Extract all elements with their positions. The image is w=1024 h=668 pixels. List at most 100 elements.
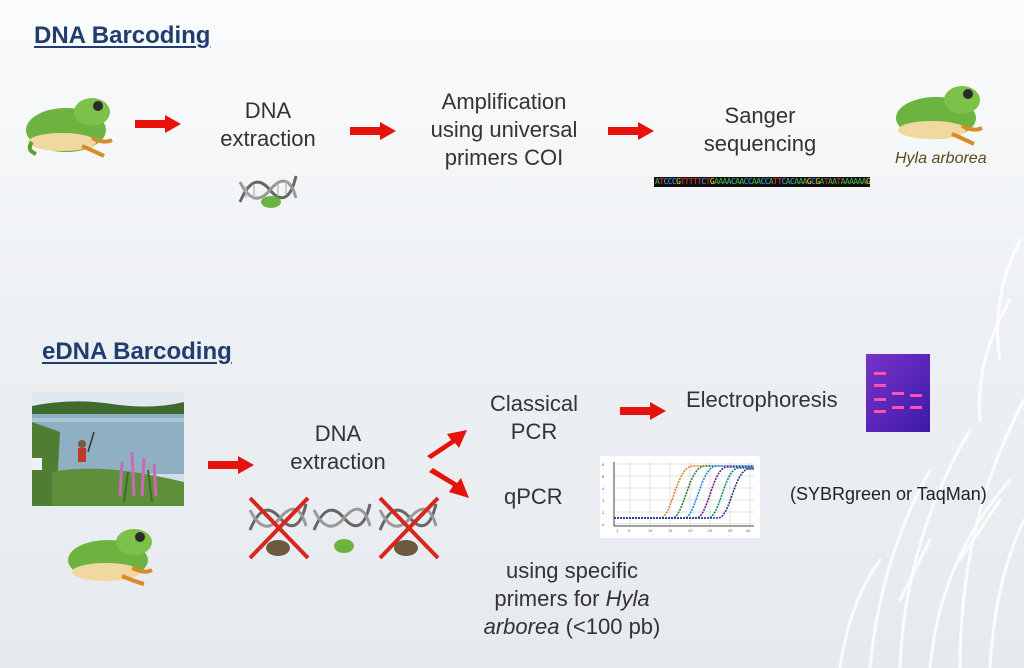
sequence-base: A <box>655 177 660 186</box>
arrow-right-icon <box>608 122 654 140</box>
sequence-base: C <box>667 177 673 186</box>
sequence-base: A <box>739 177 744 186</box>
sequence-base: T <box>823 177 829 186</box>
svg-text:30: 30 <box>728 529 732 533</box>
svg-text:6: 6 <box>602 475 604 479</box>
step-text: sequencing <box>703 131 817 156</box>
sequence-base: T <box>836 177 841 186</box>
sequence-base: C <box>730 177 736 186</box>
sequence-base: T <box>680 177 685 186</box>
dna-helix-icon <box>248 503 308 556</box>
step-text: primers for Hyla <box>462 585 682 613</box>
sequence-base: G <box>806 177 812 186</box>
sequence-base: A <box>718 177 723 186</box>
qpcr-label: qPCR <box>504 484 563 509</box>
dna-helix-icon <box>378 503 438 556</box>
frog-icon <box>68 529 153 586</box>
sequence-base: A <box>785 177 791 186</box>
step-text: DNA <box>314 421 362 446</box>
step-text: extraction <box>290 449 386 474</box>
sequence-base: A <box>726 177 732 186</box>
arrow-down-right-icon <box>429 468 469 498</box>
sequence-base: A <box>832 177 837 186</box>
step-text: Amplification <box>441 89 567 114</box>
svg-text:5: 5 <box>628 529 630 533</box>
sequence-base: T <box>705 177 711 186</box>
sequence-base: G <box>709 177 715 186</box>
step-text: extraction <box>220 126 316 151</box>
step-text: primers COI <box>444 145 564 170</box>
dna-helix-icon <box>238 175 298 208</box>
frog-icon <box>896 86 983 146</box>
sequence-base: G <box>815 177 820 186</box>
sanger-sequencing-step: Sanger sequencing <box>680 102 840 158</box>
svg-text:40: 40 <box>746 529 750 533</box>
sequence-base: C <box>701 177 706 186</box>
sequence-base: A <box>798 177 803 186</box>
step-text: DNA <box>244 98 292 123</box>
svg-text:2: 2 <box>602 511 604 515</box>
sequence-base: T <box>773 177 778 186</box>
sequence-base: T <box>692 177 698 186</box>
svg-text:25: 25 <box>708 529 712 533</box>
sequence-base: T <box>684 177 690 186</box>
sequence-base: A <box>819 177 825 186</box>
sequence-base: C <box>811 177 816 186</box>
sequence-base: A <box>768 177 774 186</box>
sequence-base: T <box>697 177 702 186</box>
sequence-base: A <box>714 177 719 186</box>
gel-image <box>866 354 930 432</box>
sequence-base: A <box>756 177 761 186</box>
arrow-right-icon <box>350 122 396 140</box>
arrow-right-icon <box>135 115 181 133</box>
sequence-base: T <box>688 177 694 186</box>
step-text: (<100 pb) <box>559 614 661 639</box>
sequence-base: C <box>743 177 749 186</box>
arrow-right-icon <box>208 456 254 474</box>
dna-barcoding-heading: DNA Barcoding <box>34 22 211 49</box>
step-text: using universal <box>430 117 578 142</box>
red-cross-icon <box>378 496 440 560</box>
step-text: using specific <box>505 558 639 583</box>
sequence-base: A <box>794 177 799 186</box>
svg-text:1: 1 <box>616 529 618 533</box>
sequence-base: A <box>844 177 850 186</box>
svg-text:4: 4 <box>602 487 605 491</box>
dna-helix-icon <box>312 503 372 553</box>
arrow-right-icon <box>620 402 666 420</box>
qpcr-chemistry-label: (SYBRgreen or TaqMan) <box>790 484 987 504</box>
sequence-base: T <box>659 177 664 186</box>
sequence-base: T <box>777 177 782 186</box>
amplification-step: Amplification using universal primers CO… <box>414 88 594 172</box>
sequence-base: C <box>790 177 795 186</box>
step-text: PCR <box>510 419 558 444</box>
svg-text:3: 3 <box>602 499 604 503</box>
red-cross-icon <box>248 496 310 560</box>
sequence-base: A <box>735 177 740 186</box>
sequence-base: A <box>840 177 846 186</box>
sequence-base: A <box>802 177 808 186</box>
sequence-base: A <box>722 177 728 186</box>
sequence-base: C <box>663 177 668 186</box>
electrophoresis-label: Electrophoresis <box>686 387 838 412</box>
svg-text:10: 10 <box>648 529 652 533</box>
step-text: primers for <box>494 586 606 611</box>
specific-primers-step: using specific primers for Hyla arborea … <box>462 557 682 641</box>
arrow-up-right-icon <box>427 430 467 459</box>
step-text: arborea (<100 pb) <box>462 613 682 641</box>
sequence-chromatogram: ATCCCGTTTTTCTGAAAACAACCAACCATTCACAAAGCGA… <box>654 177 870 187</box>
species-italic-text: arborea <box>483 614 560 639</box>
species-label: Hyla arborea <box>895 150 987 167</box>
sequence-base: A <box>827 177 833 186</box>
sequence-base: A <box>853 177 858 186</box>
sequence-base: G <box>676 177 681 186</box>
step-text: Classical <box>489 391 579 416</box>
edna-barcoding-heading: eDNA Barcoding <box>42 338 232 365</box>
sequence-base: A <box>857 177 863 186</box>
dna-samples-group <box>248 496 440 560</box>
step-text: Sanger <box>724 103 796 128</box>
sequence-base: C <box>764 177 770 186</box>
pond-photo <box>32 392 184 506</box>
